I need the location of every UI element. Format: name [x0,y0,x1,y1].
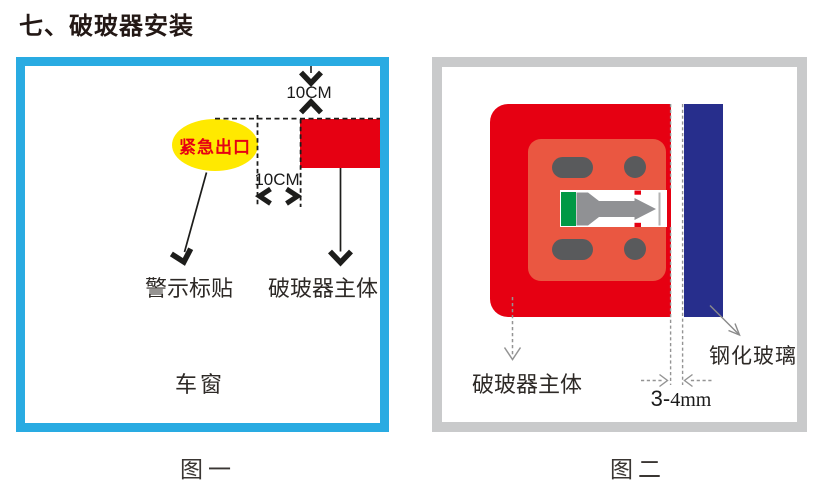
glass-gap-max-unit: 4mm [670,389,712,411]
emergency-exit-text: 紧急出口 [179,137,251,157]
tempered-glass-label: 钢化玻璃 [709,345,797,368]
dim-top-offset: 10CM [286,83,332,102]
page-title: 七、破玻器安装 [19,13,194,40]
screw-slot-top [552,157,593,178]
breaker-body-label-fig2: 破玻器主体 [471,372,583,397]
dim-side-offset: 10CM [254,170,300,189]
emergency-exit-sign: 紧急出口 [172,119,258,171]
breaker-body-label-fig1: 破玻器主体 [267,276,379,301]
tempered-glass-pane [684,104,723,317]
screw-hole-bottom [624,238,646,260]
figure1-caption: 图一 [180,457,236,482]
warning-sticker-label: 警示标贴 [144,276,234,301]
car-window-label: 车窗 [174,372,226,397]
glass-gap-dimension: 3-4mm [651,386,712,412]
screw-hole-top [624,156,646,178]
striker-spring-block [561,192,576,226]
striker-slot [560,190,671,227]
glass-gap-min: 3- [650,386,671,411]
screw-slot-bottom [552,239,593,260]
figure1-breaker-body-rect [300,119,380,168]
figure2-caption: 图二 [610,457,666,482]
